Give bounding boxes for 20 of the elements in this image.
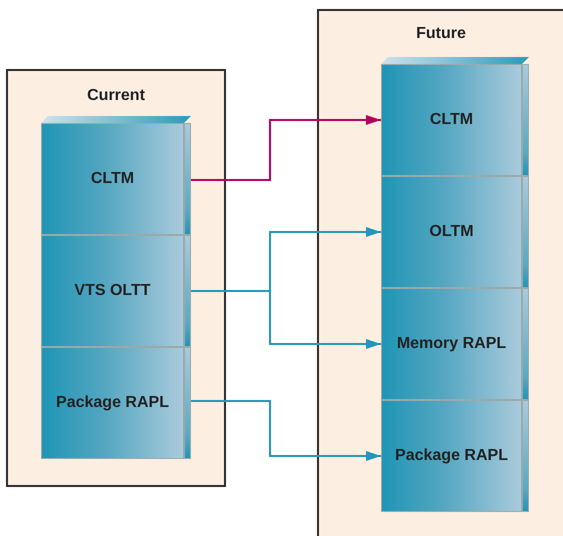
block-label: VTS OLTT [74,282,151,300]
block-label: OLTM [429,223,474,241]
module-block [41,116,191,235]
module-block [381,400,529,512]
module-block [381,176,529,288]
panel-title: Current [86,87,146,105]
connector-arrow [191,400,381,461]
group-panel [317,9,563,536]
panel-title: Future [415,25,467,43]
module-block [41,347,191,459]
block-label: Memory RAPL [396,335,506,353]
block-label: Package RAPL [56,394,169,412]
block-label: CLTM [430,111,474,129]
module-block [381,57,529,176]
connector-arrow [191,115,381,181]
module-block [381,288,529,400]
block-label: Package RAPL [395,447,508,465]
module-block [41,235,191,347]
block-label: CLTM [90,170,134,188]
group-panel [6,69,226,487]
